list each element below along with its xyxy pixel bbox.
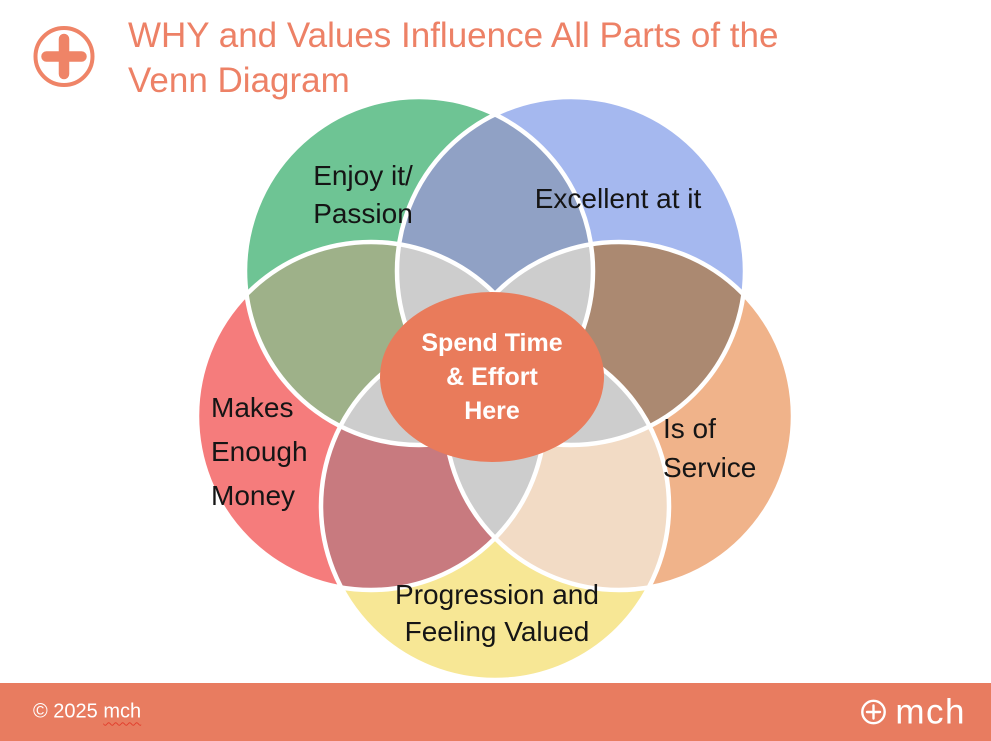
label-line: Makes	[211, 392, 294, 423]
label-line: Excellent at it	[534, 183, 702, 214]
page-title: WHY and Values Influence All Parts of th…	[128, 13, 958, 103]
outline-enjoy-passion	[242, 94, 596, 448]
copyright-text: © 2025 mch	[33, 701, 141, 724]
center-ellipse	[380, 292, 604, 462]
copyright-name: mch	[103, 700, 142, 723]
footer-logo: mch	[860, 695, 966, 730]
label-line: Enough	[211, 436, 308, 467]
badge-line: & Effort	[446, 363, 538, 391]
footer-logo-text: mch	[895, 692, 966, 732]
label-line: Money	[211, 480, 296, 511]
label-excellent-at-it: Excellent at it	[535, 180, 702, 218]
page-title-line-1: WHY and Values Influence All Parts of th…	[128, 16, 779, 55]
copyright-prefix: © 2025	[33, 700, 98, 723]
label-enjoy-passion: Enjoy it/ Passion	[313, 157, 413, 233]
label-progression-feeling-valued: Progression and Feeling Valued	[395, 576, 599, 650]
label-line: Passion	[313, 198, 413, 229]
badge-line: Spend Time	[421, 329, 563, 357]
plus-circle-icon	[33, 26, 95, 87]
page-title-line-2: Venn Diagram	[128, 61, 350, 100]
label-line: Is of	[663, 413, 716, 444]
label-line: Service	[663, 452, 757, 483]
plus-circle-icon	[861, 699, 887, 725]
outline-excellent	[394, 94, 748, 448]
footer-bar: © 2025 mch mch	[0, 683, 991, 741]
label-makes-enough-money: Makes Enough Money	[211, 386, 308, 518]
label-is-of-service: Is of Service	[663, 409, 756, 487]
center-badge-text: Spend Time & Effort Here	[421, 326, 562, 428]
badge-line: Here	[464, 397, 520, 425]
label-line: Enjoy it/	[313, 160, 413, 191]
label-line: Progression and	[395, 579, 599, 610]
label-line: Feeling Valued	[404, 616, 590, 647]
